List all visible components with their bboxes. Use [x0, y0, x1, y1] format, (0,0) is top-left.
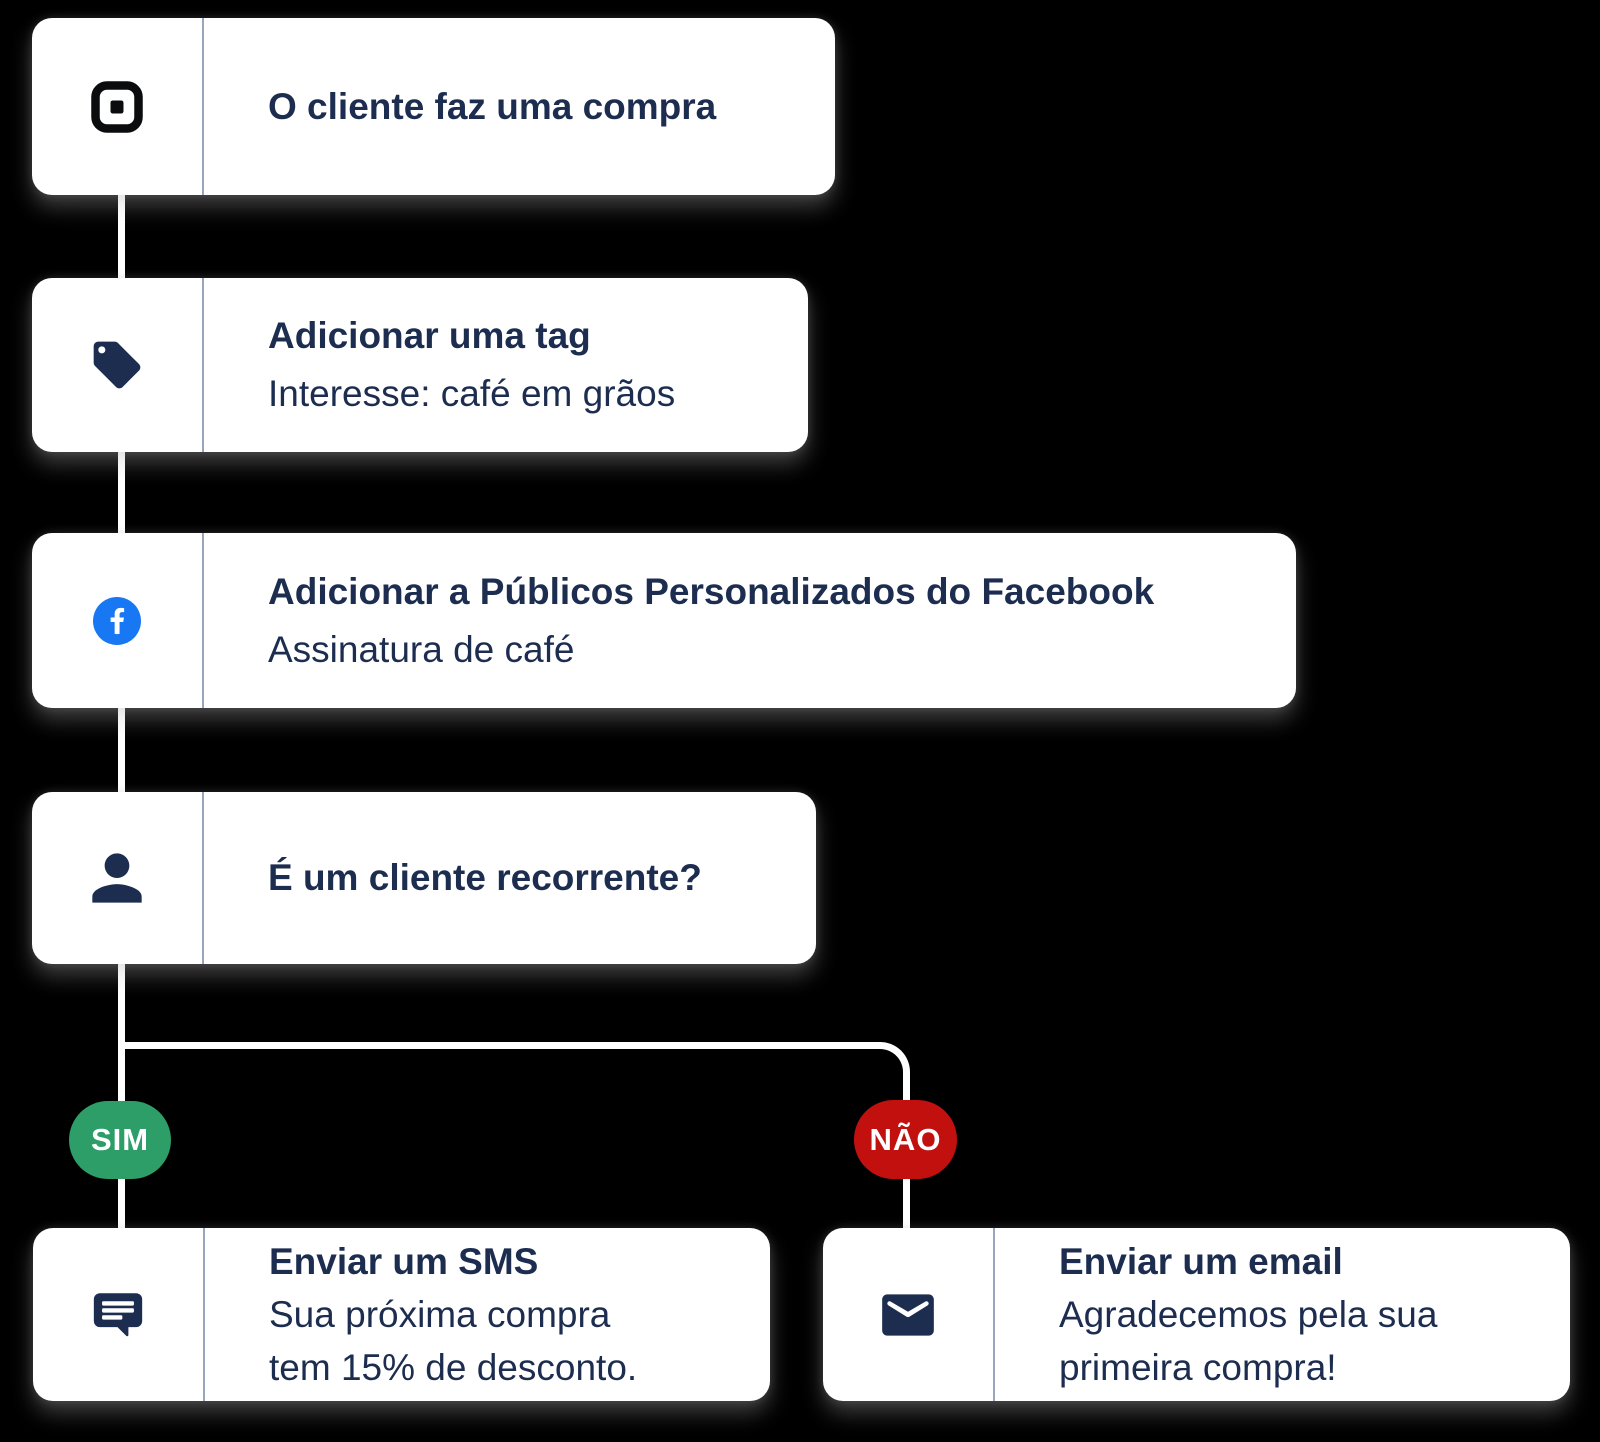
step-content: Enviar um SMS Sua próxima compra tem 15%…	[205, 1228, 661, 1401]
tag-icon	[93, 341, 141, 389]
square-logo-icon	[91, 80, 143, 133]
branch-no-label: NÃO	[869, 1121, 942, 1157]
step-icon-column	[32, 18, 204, 195]
step-subtitle: Interesse: café em grãos	[268, 373, 676, 414]
step-subtitle: Assinatura de café	[268, 628, 575, 670]
step-icon-column	[823, 1228, 995, 1401]
step-content: Enviar um email Agradecemos pela sua pri…	[995, 1228, 1461, 1401]
step-content: Adicionar a Públicos Personalizados do F…	[204, 533, 1178, 708]
step-card-send-email: Enviar um email Agradecemos pela sua pri…	[823, 1228, 1570, 1401]
branch-badge-yes: SIM	[69, 1101, 171, 1179]
step-body-line: Agradecemos pela sua	[1059, 1294, 1438, 1335]
step-title: Enviar um email	[1059, 1241, 1343, 1282]
branch-yes-label: SIM	[90, 1122, 150, 1157]
connector-step1-step2	[118, 192, 125, 282]
step-content: Adicionar uma tag Interesse: café em grã…	[204, 278, 699, 452]
step-card-purchase: O cliente faz uma compra	[32, 18, 835, 195]
step-icon-column	[32, 278, 204, 452]
email-icon	[882, 1293, 934, 1336]
step-title: É um cliente recorrente?	[268, 857, 702, 898]
step-icon-column	[32, 533, 204, 708]
step-card-recurring-question: É um cliente recorrente?	[32, 792, 816, 964]
step-card-add-tag: Adicionar uma tag Interesse: café em grã…	[32, 278, 808, 452]
facebook-icon	[93, 596, 141, 645]
step-body-line: tem 15% de desconto.	[269, 1347, 638, 1388]
step-content: O cliente faz uma compra	[204, 18, 740, 195]
connector-step2-step3	[118, 449, 125, 537]
step-body-line: Sua próxima compra	[269, 1294, 611, 1335]
connector-step3-step4	[118, 705, 125, 796]
step-icon-column	[33, 1228, 205, 1401]
step-content: É um cliente recorrente?	[204, 792, 726, 964]
step-title: Adicionar uma tag	[268, 315, 591, 356]
step-title: O cliente faz uma compra	[268, 85, 717, 127]
step-icon-column	[32, 792, 204, 964]
step-title: Enviar um SMS	[269, 1241, 539, 1282]
branch-badge-no: NÃO	[854, 1100, 957, 1179]
step-title: Adicionar a Públicos Personalizados do F…	[268, 570, 1155, 612]
step-card-send-sms: Enviar um SMS Sua próxima compra tem 15%…	[33, 1228, 770, 1401]
step-body-line: primeira compra!	[1059, 1347, 1337, 1388]
step-card-facebook-audience: Adicionar a Públicos Personalizados do F…	[32, 533, 1296, 708]
person-icon	[92, 853, 142, 903]
connector-no-branch	[122, 1042, 910, 1232]
connector-yes-branch	[118, 961, 125, 1231]
sms-icon	[93, 1292, 143, 1336]
